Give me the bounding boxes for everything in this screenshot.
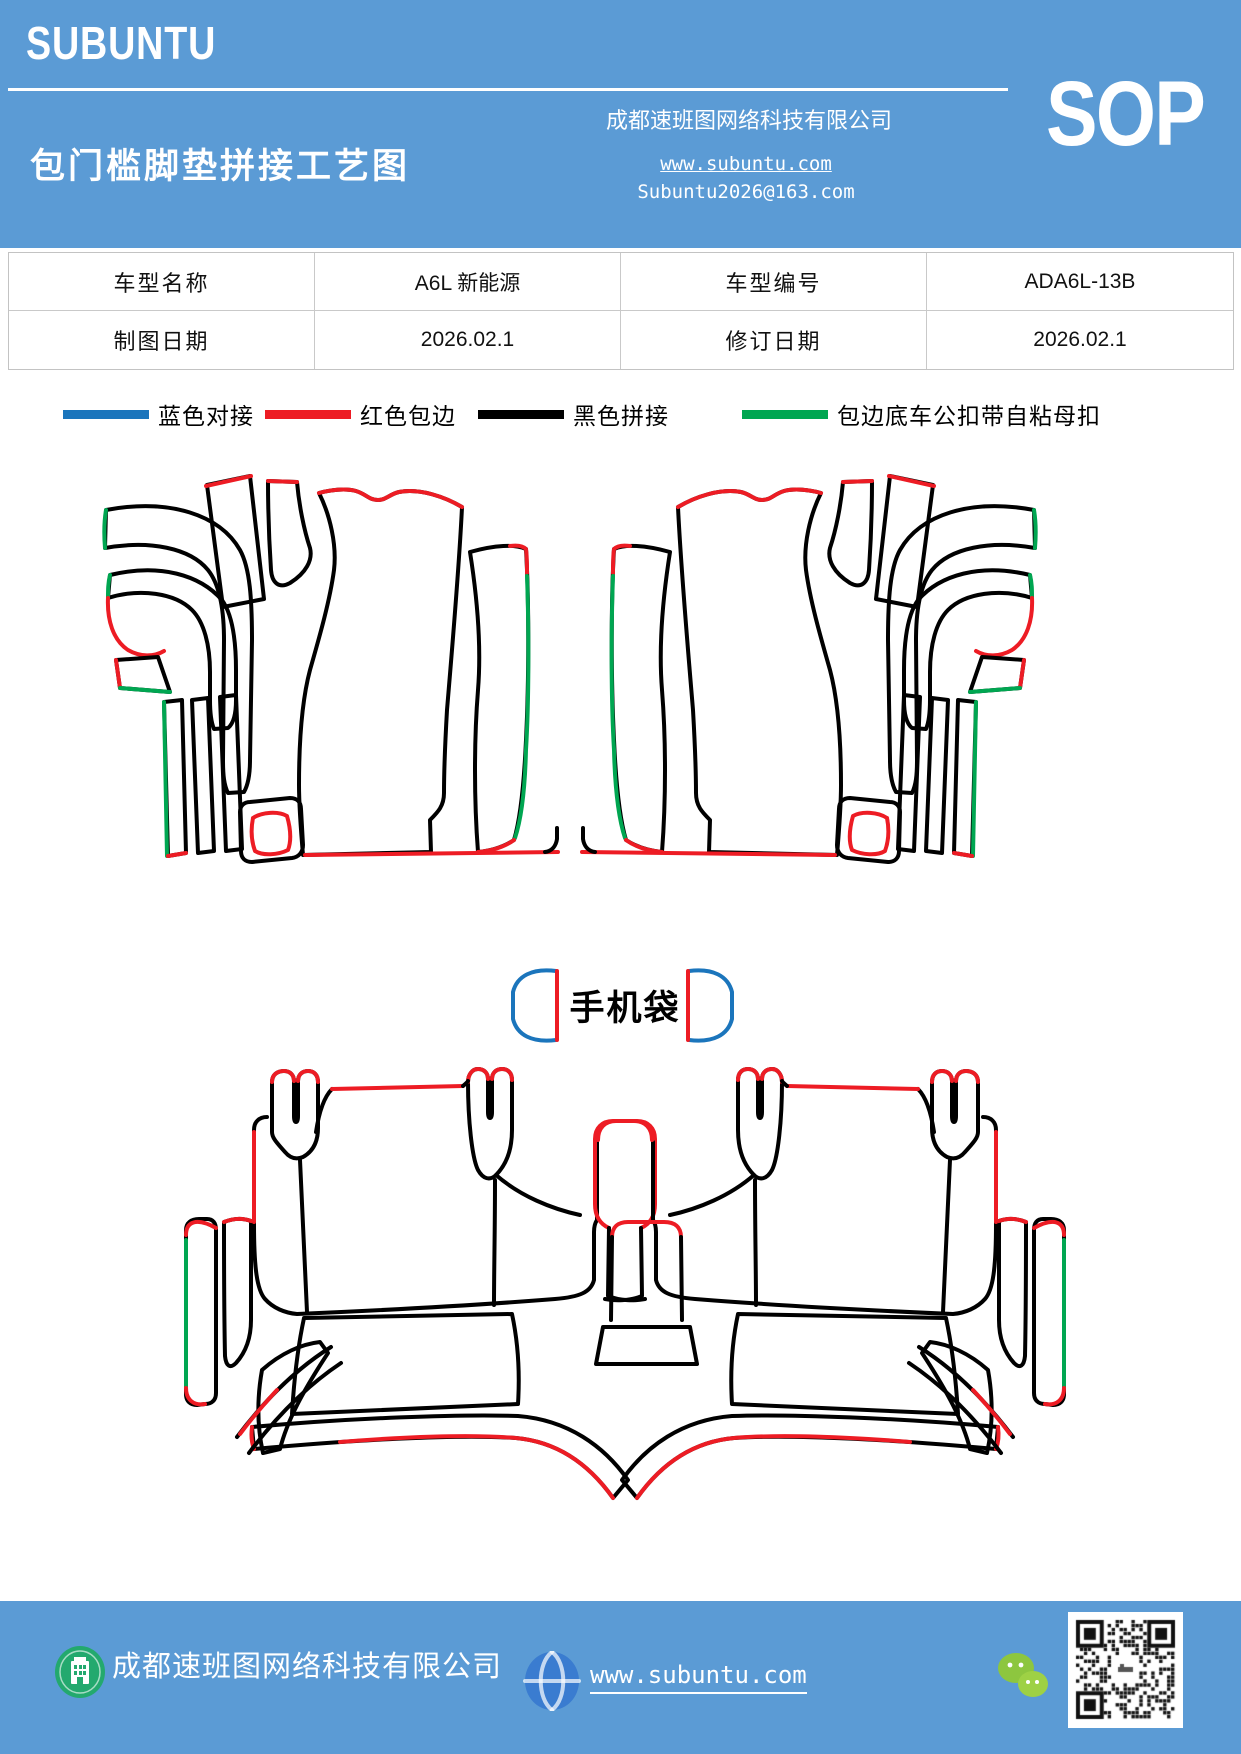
wechat-icon bbox=[998, 1653, 1048, 1697]
model-code-value: ADA6L-13B bbox=[927, 253, 1233, 311]
legend-item-green: 包边底车公扣带自粘母扣 bbox=[742, 396, 1101, 432]
company-building-icon bbox=[55, 1646, 105, 1698]
phone-bag-bracket-right bbox=[686, 968, 734, 1043]
model-code-label: 车型编号 bbox=[621, 253, 927, 311]
qr-code-pattern bbox=[1072, 1616, 1179, 1724]
footer-banner: 成都速班图网络科技有限公司 www.subuntu.com bbox=[0, 1601, 1241, 1754]
revise-date-label: 修订日期 bbox=[621, 311, 927, 369]
legend-item-blue: 蓝色对接 bbox=[63, 396, 254, 432]
globe-icon bbox=[523, 1651, 581, 1711]
mat-pattern-diagram bbox=[0, 440, 1241, 1580]
qr-code bbox=[1068, 1612, 1183, 1728]
legend-label: 包边底车公扣带自粘母扣 bbox=[837, 404, 1101, 429]
legend-item-black: 黑色拼接 bbox=[478, 396, 669, 432]
header-banner: SUBUNTU 成都速班图网络科技有限公司 包门槛脚垫拼接工艺图 www.sub… bbox=[0, 0, 1241, 248]
green-line-swatch bbox=[742, 409, 828, 419]
draw-date-value: 2026.02.1 bbox=[315, 311, 621, 369]
phone-bag-label: 手机袋 bbox=[569, 989, 681, 1028]
rear-mat-group-left bbox=[184, 1067, 657, 1500]
phone-bag-bracket-left bbox=[511, 968, 559, 1043]
header-website-link[interactable]: www.subuntu.com bbox=[660, 153, 832, 175]
revise-date-value: 2026.02.1 bbox=[1033, 328, 1127, 351]
header-email: Subuntu2026@163.com bbox=[637, 181, 855, 203]
vehicle-info-table: 车型名称 A6L 新能源 车型编号 ADA6L-13B 制图日期 2026.02… bbox=[8, 252, 1234, 370]
model-name-value: A6L 新能源 bbox=[315, 253, 621, 311]
draw-date-label: 制图日期 bbox=[9, 311, 315, 369]
legend-label: 蓝色对接 bbox=[158, 404, 254, 429]
center-tunnel-pieces bbox=[594, 1220, 699, 1366]
page-title: 包门槛脚垫拼接工艺图 bbox=[30, 147, 411, 186]
diagram-svg bbox=[102, 474, 1066, 1500]
red-line-swatch bbox=[265, 409, 351, 419]
legend-item-red: 红色包边 bbox=[265, 396, 456, 432]
stitch-legend: 蓝色对接 红色包边 黑色拼接 包边底车公扣带自粘母扣 bbox=[0, 396, 1241, 436]
subuntu-logo: SUBUNTU bbox=[26, 17, 217, 69]
blue-line-swatch bbox=[63, 409, 149, 419]
sop-badge: SOP bbox=[1046, 63, 1206, 165]
header-divider-line bbox=[8, 88, 1008, 91]
header-company-name: 成都速班图网络科技有限公司 bbox=[605, 108, 892, 133]
legend-label: 红色包边 bbox=[360, 404, 456, 429]
footer-website-link[interactable]: www.subuntu.com bbox=[590, 1661, 807, 1694]
front-mat-group-left bbox=[102, 474, 560, 864]
legend-label: 黑色拼接 bbox=[573, 404, 669, 429]
footer-company-name: 成都速班图网络科技有限公司 bbox=[112, 1651, 503, 1683]
model-name-label: 车型名称 bbox=[9, 253, 315, 311]
front-mat-group-right bbox=[580, 474, 1038, 864]
black-line-swatch bbox=[478, 409, 564, 419]
rear-mat-group-right bbox=[593, 1067, 1066, 1500]
